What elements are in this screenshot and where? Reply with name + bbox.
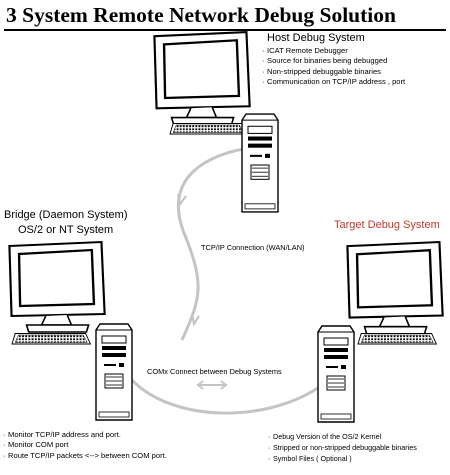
diagram-title: 3 System Remote Network Debug Solution	[6, 3, 396, 27]
list-item: Monitor TCP/IP address and port.	[3, 430, 178, 441]
tcpip-connection-line	[176, 144, 264, 341]
bridge-heading-line2: OS/2 or NT System	[18, 224, 114, 236]
list-item: ICAT Remote Debugger	[262, 46, 444, 57]
list-item: Symbol Files ( Optional )	[268, 453, 417, 464]
host-feature-list: ICAT Remote Debugger Source for binaries…	[262, 46, 444, 88]
list-item: Stripped or non-stripped debuggable bina…	[268, 442, 417, 453]
list-item: Source for binaries being debugged	[262, 56, 444, 67]
com-connection-label: COMx Connect between Debug Systems	[147, 367, 282, 376]
bridge-feature-list: Monitor TCP/IP address and port. Monitor…	[3, 430, 178, 462]
target-feature-list: Debug Version of the OS/2 Kernel Strippe…	[268, 431, 417, 464]
host-computer	[153, 30, 279, 213]
bridge-computer	[8, 240, 133, 421]
host-heading: Host Debug System	[267, 32, 365, 44]
title-underline	[4, 29, 446, 31]
tcpip-connection-label: TCP/IP Connection (WAN/LAN)	[201, 243, 305, 252]
target-computer	[317, 240, 444, 423]
tcpip-arrow-up-icon	[176, 193, 187, 207]
tcpip-arrow-down-icon	[190, 313, 200, 327]
list-item: Monitor COM port	[3, 440, 178, 451]
list-item: Communication on TCP/IP address , port	[262, 77, 437, 88]
list-item: Route TCP/IP packets <--> between COM po…	[3, 451, 168, 462]
com-connection-line	[130, 378, 319, 415]
list-item: Non-stripped debuggable binaries	[262, 67, 444, 78]
target-heading: Target Debug System	[334, 219, 440, 231]
bridge-heading-line1: Bridge (Daemon System)	[4, 209, 128, 221]
list-item: Debug Version of the OS/2 Kernel	[268, 431, 417, 442]
